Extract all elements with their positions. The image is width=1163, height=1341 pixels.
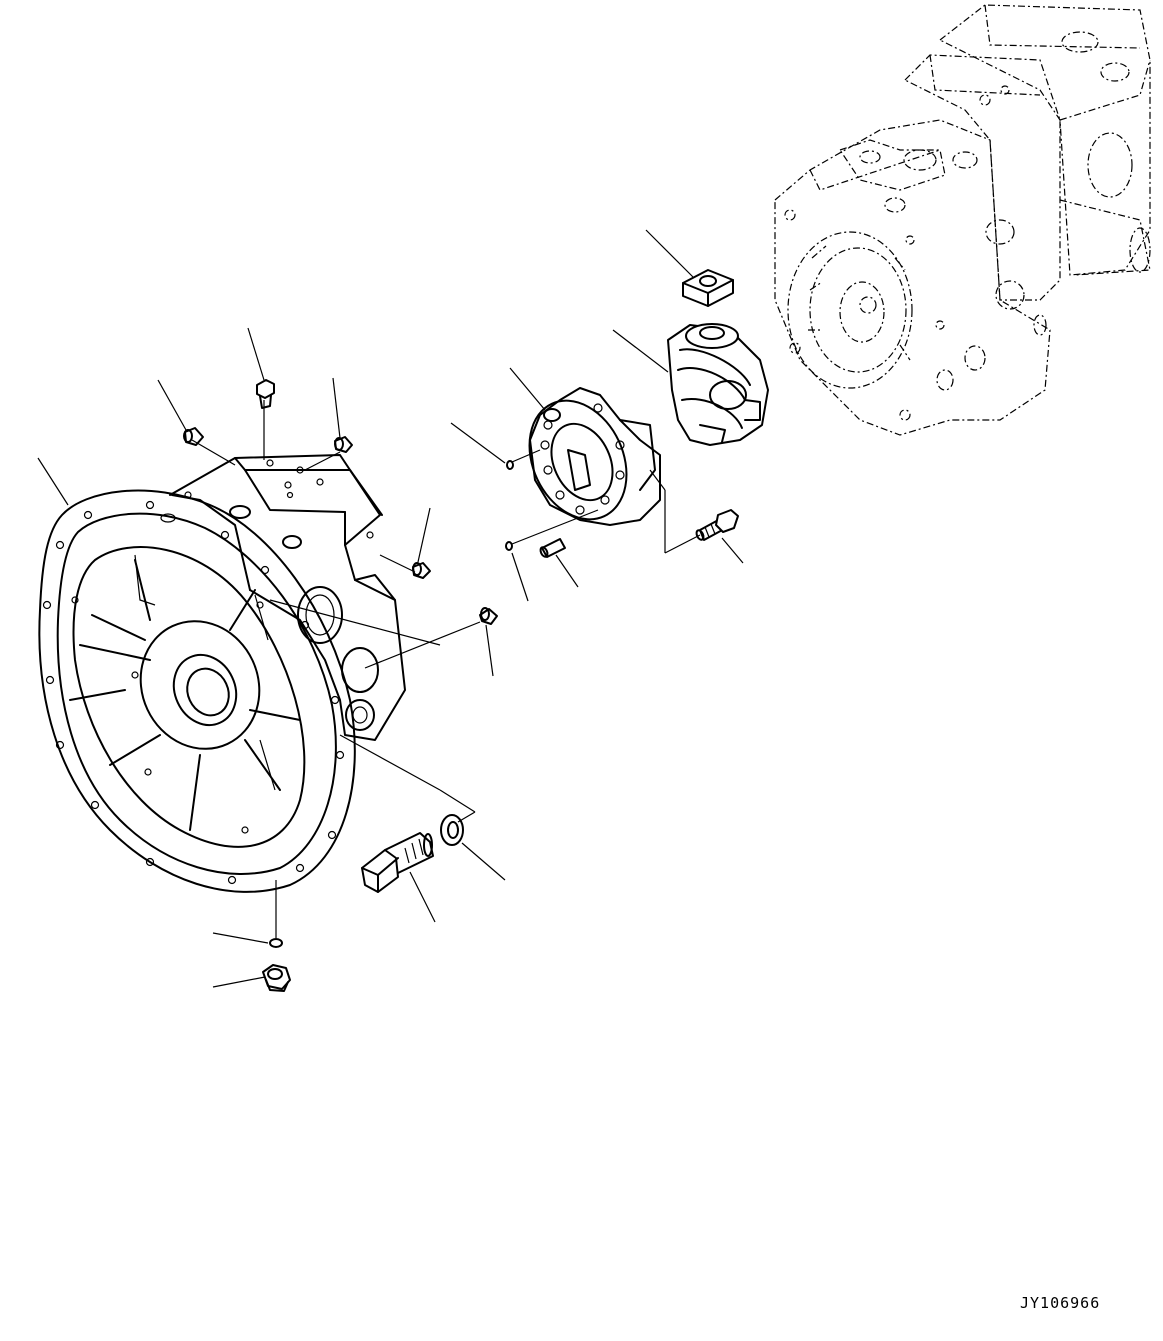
plug-side <box>412 562 431 579</box>
o-ring-bottom <box>269 938 283 948</box>
mounting-bolt <box>361 832 434 893</box>
plate-key <box>682 269 734 307</box>
flange-bolt-holes <box>42 500 345 885</box>
leader-lines <box>37 229 744 988</box>
bolt-small <box>695 509 739 541</box>
plug-top-center <box>256 379 275 409</box>
o-ring-small <box>506 460 514 470</box>
o-ring-lower <box>505 541 513 551</box>
dowel-pin <box>539 538 566 558</box>
gasket-plate <box>528 387 661 526</box>
plug-top-left <box>183 427 204 446</box>
servo-piston <box>667 323 769 446</box>
main-pump-assembly <box>774 4 1151 436</box>
plug-front <box>479 607 498 625</box>
drawing-id-label: JY106966 <box>1020 1294 1101 1312</box>
plug-top-right <box>334 436 353 453</box>
plug-bottom <box>262 964 291 992</box>
pump-case <box>38 454 406 893</box>
washer <box>440 814 464 846</box>
